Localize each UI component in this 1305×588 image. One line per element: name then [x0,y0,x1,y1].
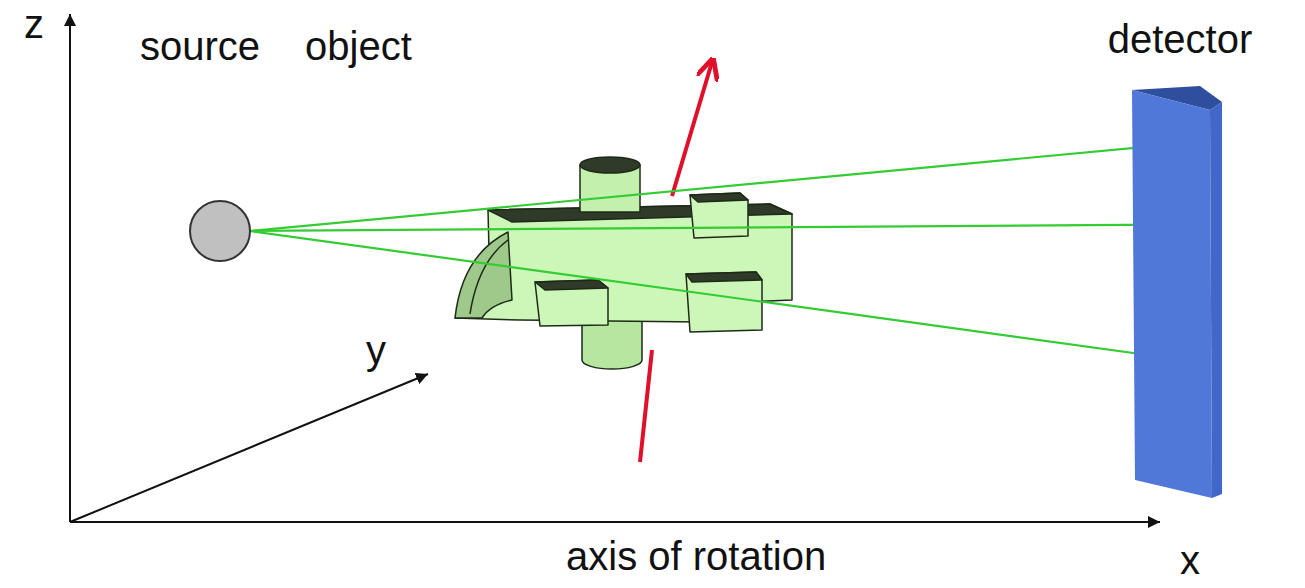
detector-side [1210,102,1222,498]
axis-label: y [366,326,386,374]
axis-label: z [24,0,44,48]
source-circle [190,201,250,261]
node-label: detector [1060,15,1300,63]
ray-arrow [250,145,1164,231]
node-label: source [132,22,308,70]
coordinate-axes [70,14,1160,522]
detector-node: detector [1060,15,1300,507]
rotation-axis [672,62,712,196]
part-label: object [305,22,412,70]
part-label: axis of rotation [566,532,826,580]
ray-arrow [250,231,1164,357]
detector-face [1132,90,1212,498]
object-illustration [455,157,792,369]
rotation-axis [640,350,652,462]
detector-panel [1060,15,1300,507]
axis-label: x [1180,536,1200,584]
ray-arrow [250,225,1164,231]
source-node: source [132,22,308,272]
